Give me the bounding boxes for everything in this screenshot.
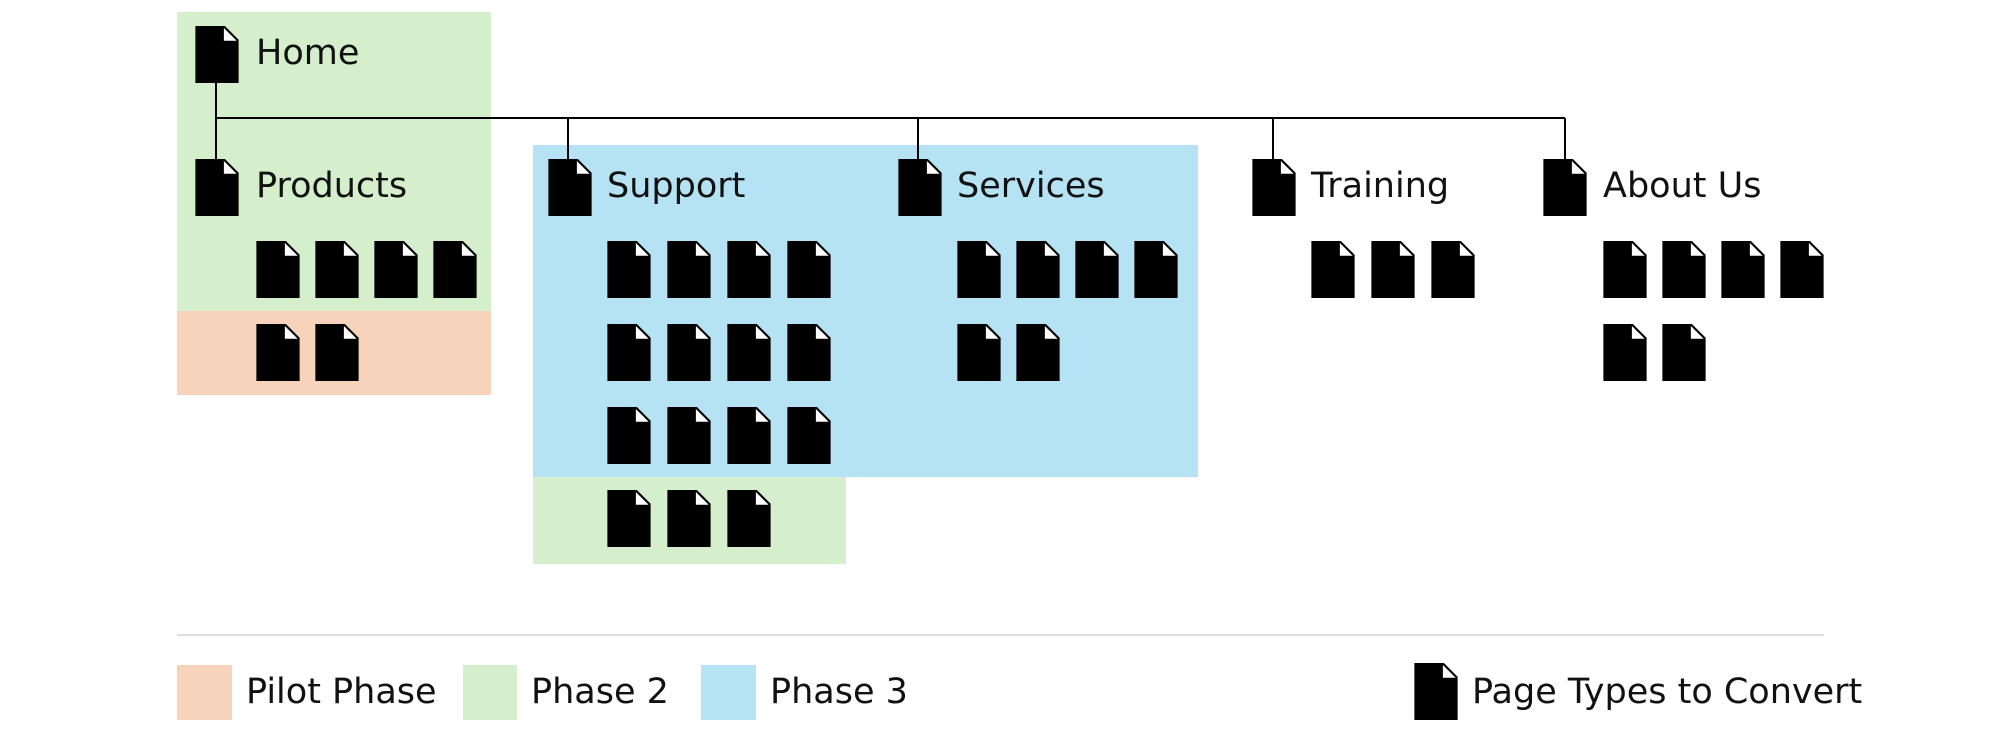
products-page-icon: [315, 241, 359, 298]
training-page-icon: [1311, 241, 1355, 298]
products-label: Products: [256, 166, 407, 206]
services-label: Services: [957, 166, 1105, 206]
pilot-swatch: [177, 665, 232, 720]
about-us-page-icon: [1543, 159, 1587, 216]
about-us-page-icon: [1662, 324, 1706, 381]
about-us-label: About Us: [1603, 166, 1761, 206]
about-us-pages: [1603, 241, 1824, 381]
training-page-icon: [1252, 159, 1296, 216]
phase2-legend-label: Phase 2: [531, 672, 669, 712]
support-page-icon: [667, 324, 711, 381]
support-page-icon: [727, 407, 771, 464]
services-page-icon: [1134, 241, 1178, 298]
products-page-icon: [315, 324, 359, 381]
about-us-page-icon: [1603, 241, 1647, 298]
support-page-icon: [667, 407, 711, 464]
support-page-icon: [727, 241, 771, 298]
services-page-icon: [1075, 241, 1119, 298]
node-services: Services: [898, 159, 1178, 381]
about-us-page-icon: [1721, 241, 1765, 298]
phase3-swatch: [701, 665, 756, 720]
node-support: Support: [548, 159, 831, 547]
legend-item-phase3: Phase 3: [701, 665, 908, 720]
node-home: Home: [195, 26, 359, 83]
training-page-icon: [1371, 241, 1415, 298]
legend-item-phase2: Phase 2: [463, 665, 669, 720]
support-page-icon: [607, 490, 651, 547]
home-page-icon: [195, 26, 239, 83]
support-page-icon: [607, 324, 651, 381]
training-page-icon: [1431, 241, 1475, 298]
pilot-legend-label: Pilot Phase: [246, 672, 437, 712]
support-page-icon: [727, 324, 771, 381]
node-products: Products: [195, 159, 477, 381]
support-page-icon: [787, 324, 831, 381]
about-us-page-icon: [1780, 241, 1824, 298]
phase2-swatch: [463, 665, 517, 720]
products-page-icon: [256, 241, 300, 298]
phase3-legend-label: Phase 3: [770, 672, 908, 712]
node-about-us: About Us: [1543, 159, 1824, 381]
support-page-icon: [667, 490, 711, 547]
support-page-icon: [607, 241, 651, 298]
legend-item-page-types: Page Types to Convert: [1414, 663, 1862, 720]
services-page-icon: [1016, 324, 1060, 381]
support-page-icon: [548, 159, 592, 216]
support-page-icon: [787, 241, 831, 298]
legend-item-pilot: Pilot Phase: [177, 665, 437, 720]
products-page-icon: [374, 241, 418, 298]
support-page-icon: [727, 490, 771, 547]
about-us-page-icon: [1603, 324, 1647, 381]
products-page-icon: [195, 159, 239, 216]
training-pages: [1311, 241, 1475, 298]
services-page-icon: [1016, 241, 1060, 298]
legend: Pilot Phase Phase 2 Phase 3 Page Types t…: [177, 663, 1862, 720]
support-label: Support: [607, 166, 745, 206]
products-page-icon: [433, 241, 477, 298]
about-us-page-icon: [1662, 241, 1706, 298]
support-page-icon: [787, 407, 831, 464]
products-page-icon: [256, 324, 300, 381]
services-page-icon: [898, 159, 942, 216]
node-training: Training: [1252, 159, 1475, 298]
home-label: Home: [256, 33, 359, 73]
support-page-icon: [607, 407, 651, 464]
training-label: Training: [1310, 166, 1449, 206]
services-page-icon: [957, 324, 1001, 381]
support-page-icon: [667, 241, 711, 298]
legend-page-icon: [1414, 663, 1458, 720]
services-page-icon: [957, 241, 1001, 298]
page-types-legend-label: Page Types to Convert: [1472, 672, 1862, 712]
connector-lines: [215, 82, 1566, 160]
